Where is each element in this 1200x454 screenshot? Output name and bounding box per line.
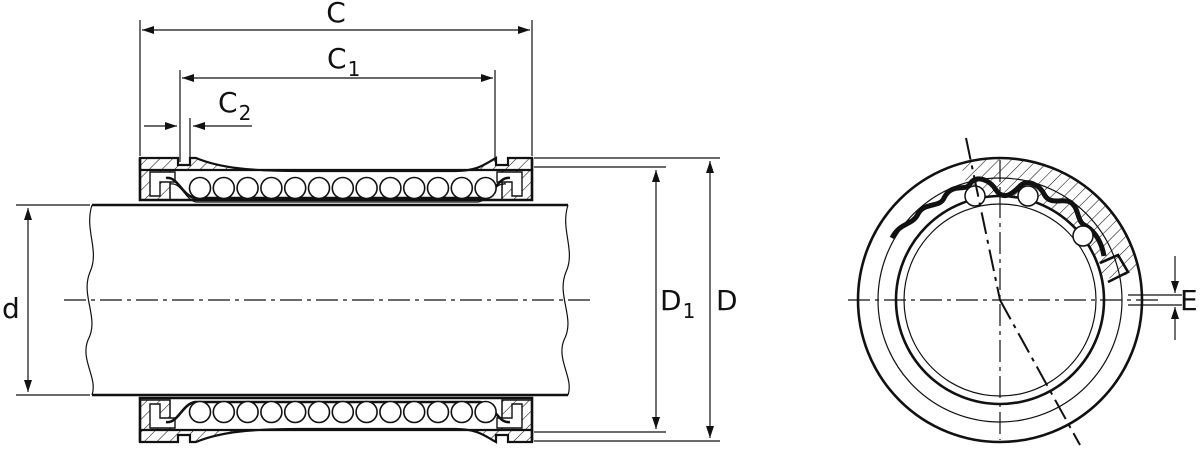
- dimension-big-d: D: [534, 157, 738, 442]
- bearing-sleeve-top: [138, 156, 534, 203]
- ball: [426, 400, 450, 424]
- ball: [355, 176, 378, 200]
- dimension-d1: D1: [534, 166, 695, 433]
- ball-row-bottom: [188, 400, 497, 424]
- ball: [474, 400, 497, 424]
- label-c: C: [326, 0, 346, 29]
- ball: [212, 400, 236, 424]
- ball: [236, 400, 259, 424]
- ball: [402, 400, 426, 424]
- ball: [307, 176, 331, 200]
- ball: [474, 176, 497, 200]
- ball: [212, 176, 236, 200]
- ball: [188, 400, 212, 424]
- ball: [355, 400, 378, 424]
- ball: [379, 176, 402, 200]
- ball: [426, 176, 450, 200]
- ball: [188, 176, 212, 200]
- dimension-c: C: [139, 0, 533, 156]
- bearing-sleeve-bottom: [138, 396, 534, 444]
- ball: [450, 400, 474, 424]
- label-d: d: [2, 292, 20, 325]
- ball: [402, 176, 426, 200]
- end-view: E: [848, 137, 1198, 446]
- ball-row-top: [188, 176, 497, 200]
- label-big-d: D: [716, 284, 738, 317]
- side-view: C C1 C2 d D1: [2, 0, 738, 444]
- label-e: E: [1180, 284, 1198, 317]
- dimension-c2: C2: [144, 86, 252, 160]
- ball: [331, 400, 355, 424]
- ball: [379, 400, 402, 424]
- section-line-upper: [965, 137, 1001, 301]
- ball-track: [889, 176, 1107, 257]
- label-c1: C1: [327, 42, 360, 81]
- ball: [283, 400, 307, 424]
- ball: [307, 400, 331, 424]
- ball: [450, 176, 474, 200]
- dimension-e: E: [1142, 256, 1198, 340]
- ball: [331, 176, 355, 200]
- slot: [1099, 253, 1130, 284]
- ball: [260, 400, 283, 424]
- ball: [260, 176, 283, 200]
- ball: [236, 176, 259, 200]
- ball: [283, 176, 307, 200]
- dimension-c1: C1: [179, 42, 496, 162]
- label-c2: C2: [218, 86, 251, 125]
- dimension-d: d: [2, 204, 90, 396]
- label-d1: D1: [660, 284, 695, 323]
- shaft: [85, 203, 570, 397]
- section-line-lower: [999, 299, 1081, 446]
